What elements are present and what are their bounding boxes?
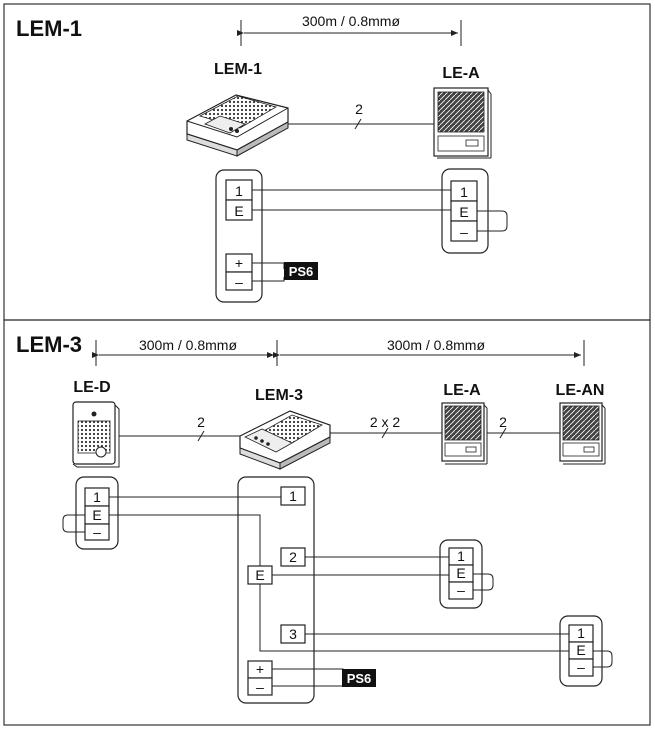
sub2-terminal-e: E	[576, 642, 585, 658]
sub-label-lea: LE-A	[442, 65, 480, 82]
sub2-label-lean: LE-AN	[556, 382, 605, 399]
section-lem3-title: LEM-3	[16, 332, 82, 357]
wire-count-lem1: 2	[355, 101, 363, 117]
master-station-lem1-image	[186, 94, 289, 157]
sub1-label-lea: LE-A	[443, 382, 481, 399]
wire-count-left-lem3: 2	[197, 414, 205, 430]
dimension-line-lem3	[92, 340, 585, 366]
dimension-label-right-lem3: 300m / 0.8mmø	[387, 337, 485, 353]
sub1-terminal-e: E	[456, 565, 465, 581]
section-lem3-frame	[3, 319, 651, 726]
master-station-lem3-image	[239, 410, 331, 470]
door-label-led: LE-D	[73, 379, 110, 396]
sub-station-lea-image-1	[433, 87, 492, 159]
section-lem1-frame	[3, 3, 651, 321]
master3-terminal-3: 3	[289, 626, 297, 642]
dimension-label-lem1: 300m / 0.8mmø	[302, 13, 400, 29]
power-supply-ps6-badge-lem3	[342, 669, 376, 687]
wire-count-right-lem3: 2	[499, 414, 507, 430]
master-label-lem3: LEM-3	[255, 387, 303, 404]
master3-terminal-1: 1	[289, 488, 297, 504]
sub-terminal-e: E	[459, 204, 468, 220]
sub-station-lea-image-2	[441, 402, 488, 465]
master3-terminal-2: 2	[289, 549, 297, 565]
master-terminal-block-lem3	[237, 476, 315, 704]
power-terminal-plus: +	[235, 255, 243, 271]
door-station-led-image	[72, 401, 120, 468]
sub-station-lean-image	[559, 402, 606, 465]
sub2-terminal-1: 1	[577, 625, 585, 641]
master3-terminal-e: E	[255, 567, 264, 583]
master-label-lem1: LEM-1	[214, 61, 262, 78]
power-supply-ps6-label-lem3: PS6	[347, 671, 372, 686]
power-terminal-minus: –	[235, 274, 243, 290]
door-terminal-e: E	[92, 507, 101, 523]
sub-terminal-minus: –	[460, 224, 468, 240]
sub-terminal-1: 1	[460, 184, 468, 200]
dimension-label-left-lem3: 300m / 0.8mmø	[139, 337, 237, 353]
master-terminal-e: E	[234, 203, 243, 219]
wiring-lem3	[62, 496, 613, 687]
wire-count-mid-lem3: 2 x 2	[370, 414, 401, 430]
connection-line-lem1	[288, 118, 434, 130]
door-terminal-1: 1	[93, 489, 101, 505]
sub1-terminal-1: 1	[457, 548, 465, 564]
connection-lines-lem3	[119, 427, 560, 442]
section-lem1-title: LEM-1	[16, 16, 82, 41]
sub1-terminal-minus: –	[457, 582, 465, 598]
sub2-terminal-minus: –	[577, 659, 585, 675]
master-terminal-1: 1	[235, 183, 243, 199]
power-supply-ps6-label: PS6	[289, 264, 314, 279]
power-supply-ps6-badge	[284, 262, 318, 280]
door-terminal-minus: –	[93, 524, 101, 540]
dimension-line-lem1	[237, 20, 462, 46]
power3-terminal-plus: +	[256, 661, 264, 677]
master3-terminal-1-box	[280, 486, 306, 506]
power3-terminal-minus: –	[256, 679, 264, 695]
